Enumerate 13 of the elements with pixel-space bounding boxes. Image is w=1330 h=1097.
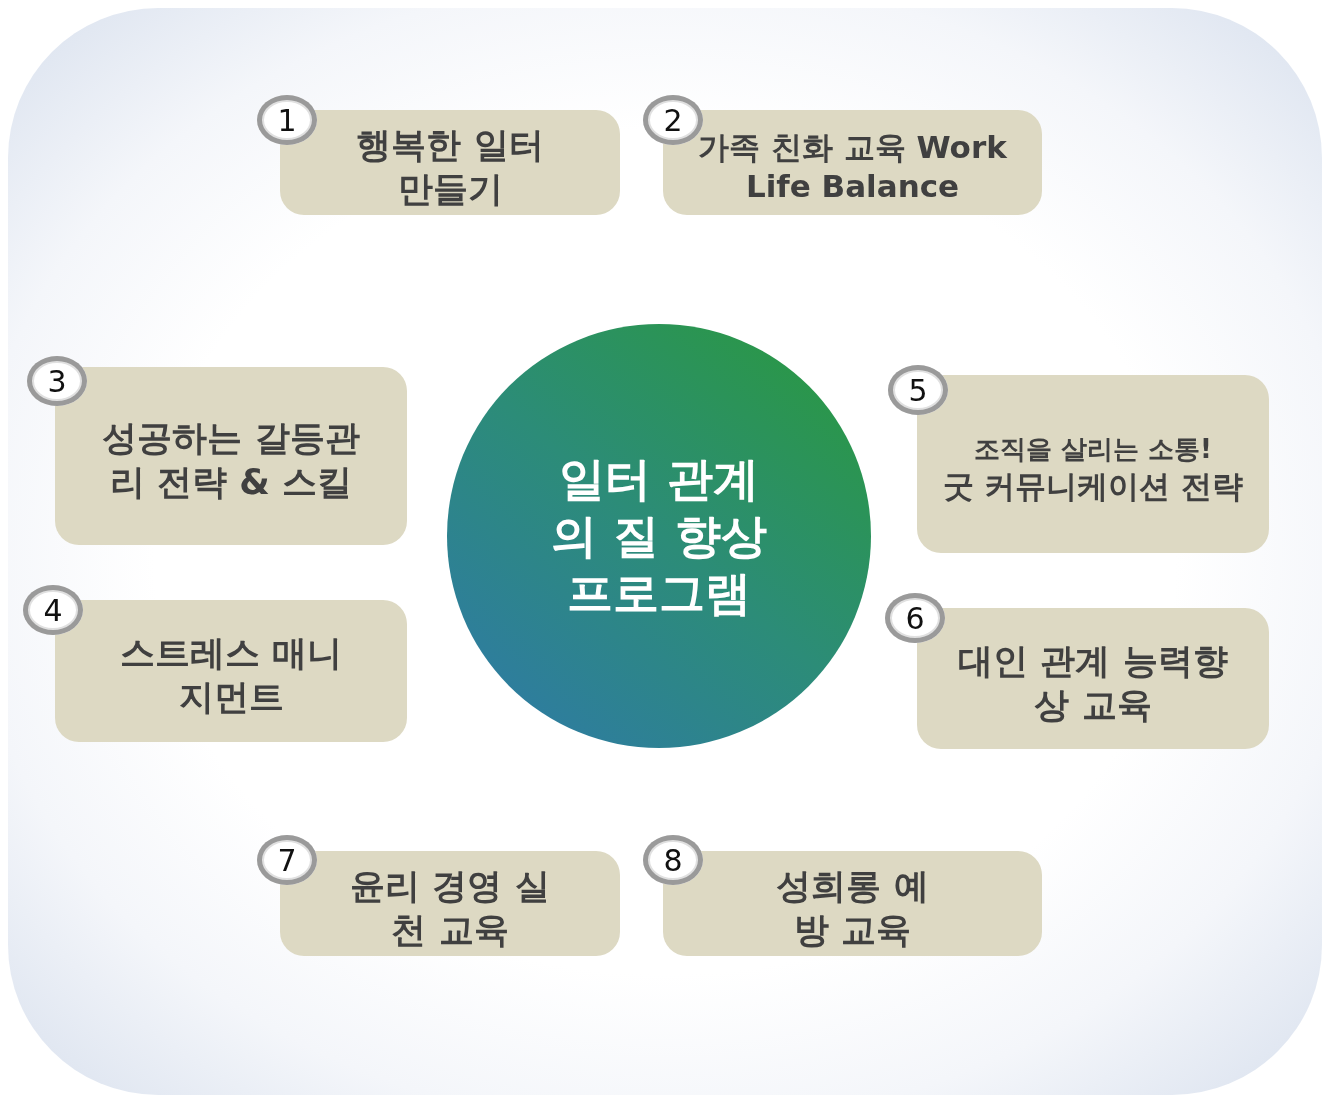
- topic-text: 대인 관계 능력향상 교육: [957, 639, 1229, 727]
- topic-text: 성희롱 예방 교육: [775, 864, 930, 952]
- program-title: 일터 관계의 질 향상 프로그램: [550, 450, 768, 622]
- topic-box: [663, 110, 1042, 215]
- topic-box: [280, 110, 620, 215]
- topic-text: 윤리 경영 실천 교육: [349, 864, 551, 952]
- topic-box: [663, 851, 1042, 956]
- topic-text: 스트레스 매니지먼트: [118, 632, 344, 719]
- topic-text: 굿 커뮤니케이션 전략: [942, 466, 1244, 506]
- topic-text: 성공하는 갈등관리 전략 & 스킬: [101, 417, 361, 504]
- topic-text: 조직을 살리는 소통!: [974, 432, 1212, 466]
- topic-text: 행복한 일터 만들기: [355, 123, 545, 211]
- topic-box: [280, 851, 620, 956]
